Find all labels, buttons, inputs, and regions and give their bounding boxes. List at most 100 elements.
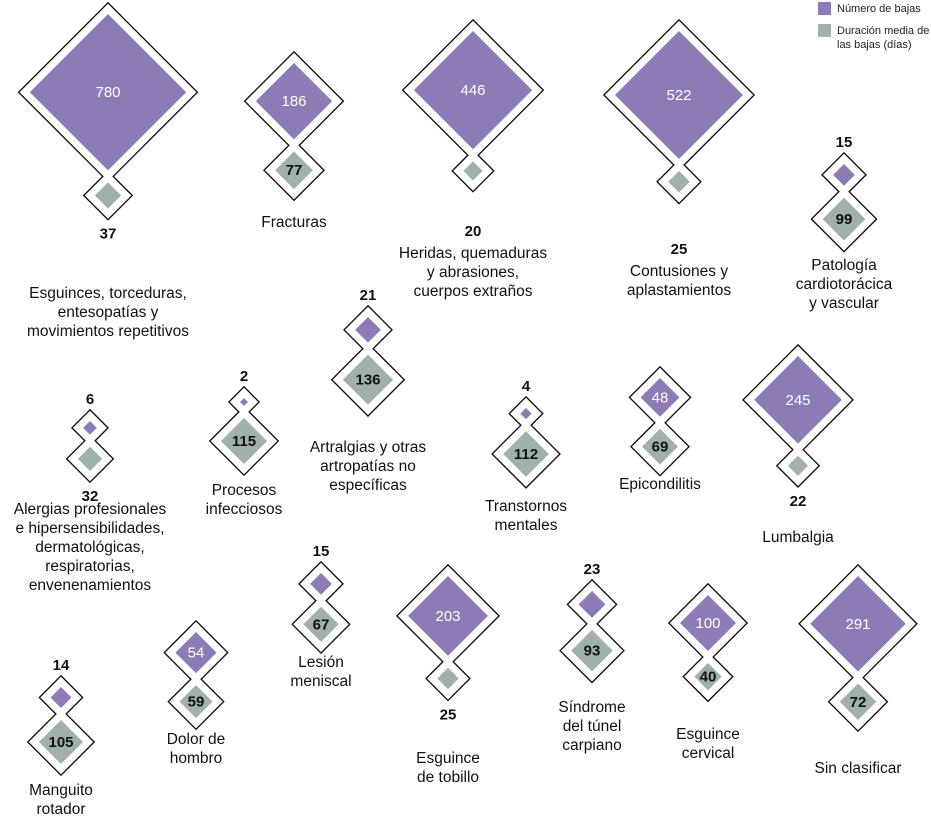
count-value: 100 [695,615,720,632]
count-diamond [355,317,381,343]
duration-diamond [38,719,84,765]
count-value: 48 [652,389,669,406]
duration-value: 25 [440,706,457,723]
count-diamond [754,356,842,444]
count-diamond [408,576,488,656]
outline-duration [810,185,878,253]
category-label: Esguinces, torceduras, [29,285,187,302]
duration-value: 77 [286,162,303,179]
category-label: entesopatías y [58,304,159,321]
duration-diamond [77,446,103,472]
category-label: Alergias profesionales [14,501,167,518]
duration-diamond [94,182,122,209]
outline-duration [559,617,625,684]
duration-diamond [303,606,339,642]
duration-diamond [571,629,613,672]
category-label: de tobillo [417,769,479,786]
category-label: e hipersensibilidades, [15,520,164,537]
legend-swatch-duration [818,24,831,37]
category-label: Contusiones y [630,263,728,280]
duration-diamond [503,431,549,477]
category-label: cervical [682,745,735,762]
duration-value: 93 [584,643,601,660]
duration-value: 59 [188,694,205,711]
duration-value: 20 [465,223,482,240]
duration-diamond [642,428,678,465]
duration-diamond [694,663,722,691]
outline-duration [682,650,734,703]
count-value: 522 [666,87,691,104]
outline-duration [425,655,471,702]
category-label: Síndrome [558,699,625,716]
duration-value: 115 [232,433,256,450]
legend-item-duration: Duración media de las bajas (días) [818,24,931,52]
count-value: 6 [86,391,94,408]
duration-diamond [668,170,690,193]
outline-duration [26,707,96,777]
duration-diamond [342,354,394,405]
count-diamond [578,591,606,618]
count-value: 446 [460,82,485,99]
category-label: Manguito [29,782,93,799]
count-diamond [50,687,72,708]
duration-diamond [822,197,866,241]
count-value: 4 [522,378,531,395]
duration-value: 112 [514,446,538,463]
category-label: infecciosos [206,501,283,518]
outline-duration [208,405,280,477]
count-value: 186 [281,93,306,110]
category-label: artropatías no [320,458,416,475]
duration-value: 72 [850,694,867,711]
outline-duration [827,671,889,733]
duration-diamond [220,417,268,465]
category-label: Epicondilitis [619,476,701,493]
legend: Número de bajas Duración media de las ba… [818,2,931,60]
category-label: dermatológicas, [35,539,144,556]
outline-duration [65,434,115,484]
outline-duration [291,594,351,655]
legend-item-count: Número de bajas [818,2,931,16]
category-label: y vascular [809,295,879,312]
count-diamond [810,576,906,672]
count-diamond [83,421,97,435]
outline-duration [330,342,406,417]
category-label: carpiano [562,737,621,754]
count-diamond [310,573,332,595]
category-label: cuerpos extraños [414,283,533,300]
category-label: Procesos [212,482,277,499]
count-diamond [413,31,533,150]
category-label: específicas [329,477,407,494]
duration-value: 136 [355,372,380,389]
legend-label-count: Número de bajas [837,3,921,15]
count-diamond [640,378,680,417]
category-label: aplastamientos [627,282,732,299]
duration-value: 67 [313,616,330,633]
category-label: hombro [170,750,223,767]
count-value: 21 [360,287,377,304]
category-label: respiratorias, [45,558,135,575]
legend-label-duration: Duración media de las bajas (días) [837,25,930,51]
category-label: Artralgias y otras [310,439,427,456]
duration-value: 25 [671,241,688,258]
outline-duration [656,158,702,205]
category-label: Dolor de [167,731,226,748]
category-label: cardiotorácica [796,276,893,293]
duration-diamond [839,683,877,721]
count-diamond [520,408,532,420]
category-label: Sin clasificar [815,760,902,777]
count-value: 203 [435,608,460,625]
category-label: y abrasiones, [427,264,519,281]
category-label: rotador [36,801,85,818]
count-value: 291 [845,616,870,633]
outline-duration [263,139,325,202]
